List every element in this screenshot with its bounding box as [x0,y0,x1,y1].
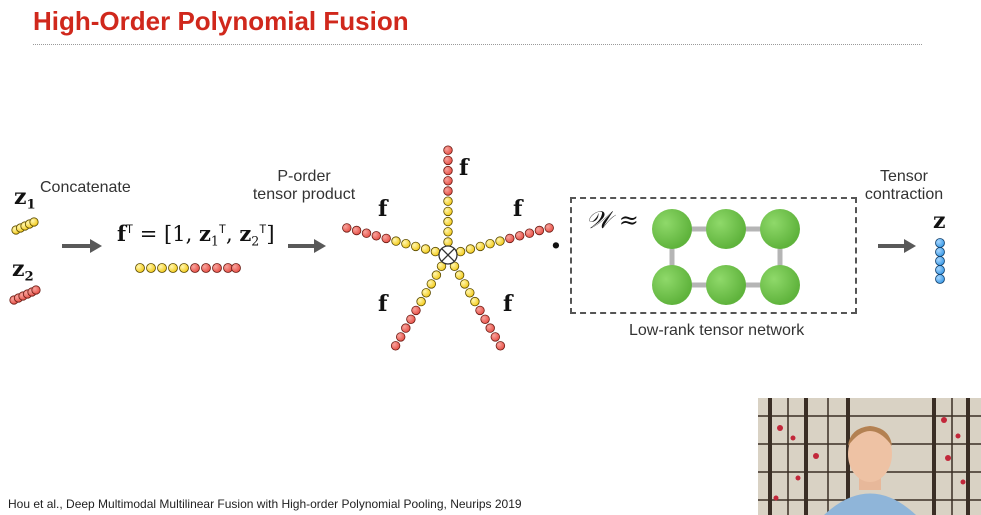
star-bead-lower-left [406,314,416,325]
star-bead-top [443,227,453,237]
dot-operator: · [550,226,562,266]
star-bead-lower-left [411,305,421,316]
w-approx-symbol: 𝒲 ≈ [586,206,639,234]
star-bead-top [443,165,453,176]
star-bead-lower-right [454,270,465,280]
star-bead-upper-right [524,228,535,238]
star-bead-upper-right [485,238,495,249]
star-bead-top [443,145,453,155]
tensor-product-star [342,145,554,351]
circle-times-icon [438,245,458,265]
z2-vector [9,285,41,305]
f-vector [135,263,241,273]
z-output-vector [935,238,945,284]
star-bead-upper-right [544,223,554,233]
title-divider [33,44,922,45]
star-bead-lower-right [480,314,490,325]
f-label-top: f [459,155,469,181]
star-bead-top [443,176,453,186]
star-bead-lower-right [485,323,495,333]
star-bead-top [443,237,453,247]
star-bead-top [443,206,453,217]
tensor-contraction-label: Tensor contraction [864,168,944,203]
star-bead-upper-right [534,225,545,236]
f-label-upper-right: f [513,196,523,222]
star-bead-lower-left [426,279,437,289]
low-rank-label: Low-rank tensor network [629,322,805,339]
star-bead-lower-left [421,288,431,298]
star-bead-upper-left [401,238,411,249]
star-bead-lower-left [401,323,411,333]
z1-symbol: z1 [14,184,36,213]
star-bead-top [443,216,453,227]
concat-equation: fT = [1, z1T, z2T] [117,221,275,249]
star-bead-upper-right [505,233,515,244]
star-bead-upper-right [475,241,486,252]
star-bead-lower-right [490,332,501,342]
citation-footer: Hou et al., Deep Multimodal Multilinear … [8,497,522,511]
f-label-lower-right: f [503,291,513,317]
right-arrow-icon [878,239,916,253]
star-bead-lower-left [416,296,426,307]
star-bead-upper-left [420,244,431,254]
star-bead-upper-right [465,244,476,254]
f-label-lower-left: f [378,291,388,317]
star-bead-upper-right [495,236,505,246]
star-bead-lower-right [460,279,470,289]
star-bead-upper-right [515,231,525,241]
star-bead-lower-left [396,332,406,342]
f-label-upper-left: f [378,196,388,222]
star-bead-lower-right [470,296,480,307]
right-arrow-icon [288,239,326,253]
star-bead-upper-left [361,228,372,238]
presenter-webcam [758,398,981,515]
star-bead-lower-right [495,341,506,351]
star-bead-upper-left [371,231,382,241]
star-bead-upper-left [391,236,401,246]
star-bead-top [443,155,453,166]
right-arrow-icon [62,239,102,253]
p-order-label: P-order tensor product [252,168,356,203]
star-bead-top [443,186,453,196]
z2-symbol: z2 [12,256,34,285]
tensor-network [652,209,800,305]
star-bead-lower-right [475,305,485,316]
z-output-symbol: z [933,208,946,234]
star-bead-upper-left [351,225,362,236]
star-bead-upper-left [342,223,352,233]
concatenate-label: Concatenate [40,179,131,196]
z1-vector [11,217,39,235]
star-bead-upper-left [381,233,391,244]
star-bead-top [443,196,453,206]
star-bead-lower-left [431,270,442,280]
page-title: High-Order Polynomial Fusion [33,6,409,36]
low-rank-box [570,197,857,314]
star-bead-lower-left [390,341,401,351]
star-bead-upper-left [411,241,421,252]
star-bead-lower-right [465,288,475,298]
